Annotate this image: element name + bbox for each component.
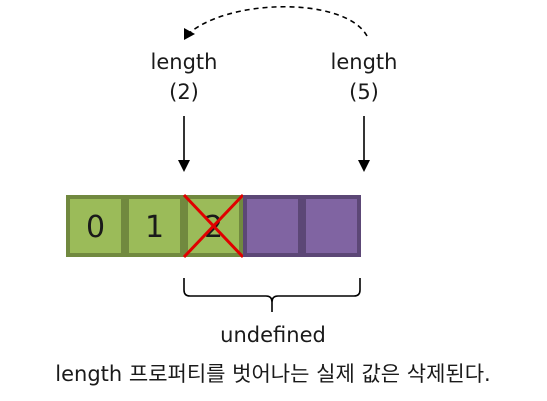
delete-cross-line-2 bbox=[182, 193, 245, 259]
caption-undefined: undefined bbox=[220, 323, 326, 347]
caption-explanation: length 프로퍼티를 벗어나는 실제 값은 삭제된다. bbox=[55, 362, 490, 386]
right-length-label: length bbox=[331, 50, 398, 74]
array-cell-inner-0 bbox=[70, 199, 121, 253]
array-cell-value-0: 0 bbox=[86, 210, 105, 245]
right-length-value: (5) bbox=[349, 80, 379, 104]
left-length-label: length bbox=[151, 50, 218, 74]
array-cell-inner-1 bbox=[129, 199, 180, 253]
left-down-arrowhead bbox=[178, 160, 190, 172]
right-down-arrowhead bbox=[358, 160, 370, 172]
left-length-value: (2) bbox=[169, 80, 199, 104]
array-cell-value-1: 1 bbox=[145, 210, 164, 245]
dashed-curve-arrow bbox=[185, 6, 368, 37]
undefined-bracket bbox=[183, 278, 361, 303]
dashed-curve-arrowhead bbox=[184, 28, 195, 40]
array-cell-inner-4 bbox=[306, 199, 357, 253]
array-cells: 012 bbox=[66, 193, 361, 259]
array-cell-inner-3 bbox=[247, 199, 298, 253]
